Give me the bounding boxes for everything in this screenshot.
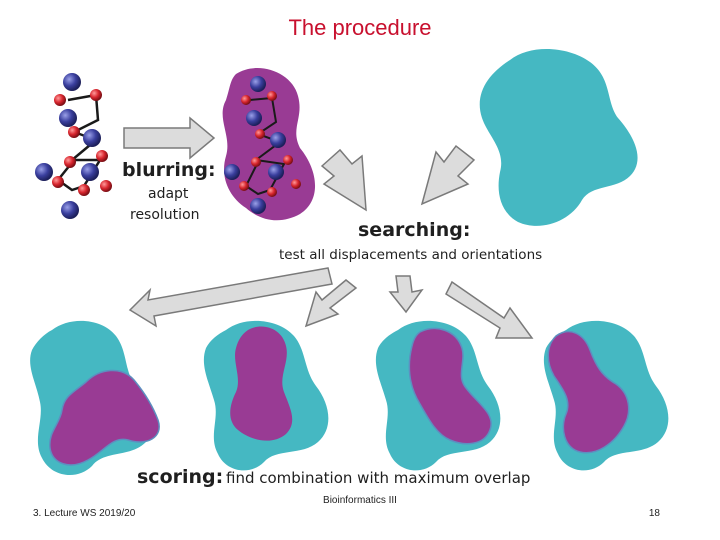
result-docking-4 bbox=[543, 320, 669, 471]
arrow-to-result-4 bbox=[445, 280, 534, 339]
scoring-description: find combination with maximum overlap bbox=[226, 469, 530, 487]
scoring-label: scoring: bbox=[137, 466, 223, 488]
adapt-label: adapt bbox=[148, 186, 189, 202]
result-docking-1 bbox=[30, 320, 160, 476]
blurring-label: blurring: bbox=[122, 159, 216, 181]
arrow-to-result-2 bbox=[304, 279, 358, 328]
result-docking-2 bbox=[203, 320, 329, 471]
resolution-label: resolution bbox=[130, 207, 200, 223]
arrow-to-result-1 bbox=[128, 267, 333, 328]
page-number: 18 bbox=[648, 508, 660, 519]
blurred-molecule bbox=[222, 68, 316, 221]
footer-lecture: 3. Lecture WS 2019/20 bbox=[33, 508, 136, 519]
footer-course: Bioinformatics III bbox=[323, 495, 397, 506]
page-title: The procedure bbox=[288, 15, 432, 40]
target-shape bbox=[479, 48, 638, 226]
arrow-to-result-3 bbox=[388, 275, 424, 314]
searching-label: searching: bbox=[358, 219, 470, 241]
arrow-blurred-to-search bbox=[320, 148, 367, 212]
searching-description: test all displacements and orientations bbox=[279, 247, 542, 263]
bead-molecule bbox=[35, 73, 112, 219]
arrow-to-blurred bbox=[123, 116, 216, 160]
arrow-target-to-search bbox=[420, 144, 476, 206]
result-docking-3 bbox=[375, 320, 501, 471]
